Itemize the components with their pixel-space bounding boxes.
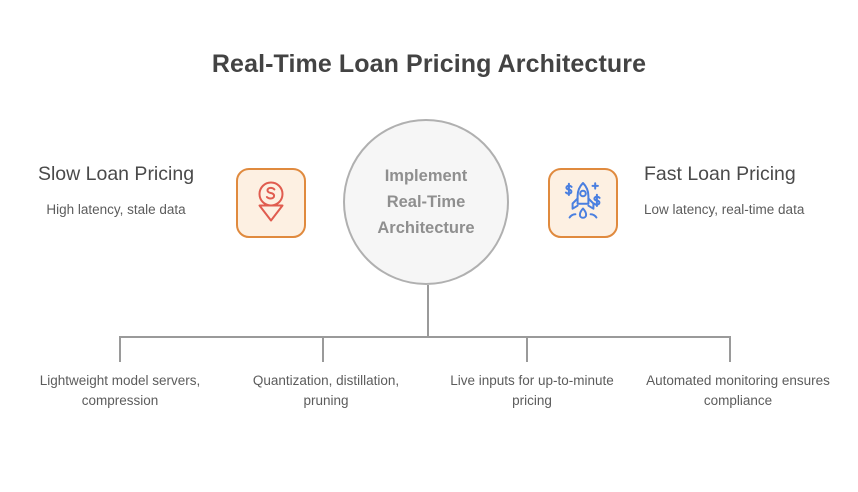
slow-pricing-pin-icon [251, 179, 291, 228]
center-node-label: Implement Real-Time Architecture [377, 167, 475, 237]
side-left-subtext: High latency, stale data [46, 202, 186, 217]
branch-label-2: Quantization, distillation, pruning [252, 373, 400, 408]
page-title: Real-Time Loan Pricing Architecture [211, 50, 647, 78]
center-node[interactable]: Implement Real-Time Architecture [343, 119, 509, 285]
branch-label-3: Live inputs for up-to-minute pricing [450, 373, 614, 408]
icon-box-fast-pricing[interactable] [548, 168, 618, 238]
side-right-subtext: Low latency, real-time data [644, 202, 805, 217]
side-block-right: Fast Loan Pricing Low latency, real-time… [644, 162, 844, 219]
branch-label-1: Lightweight model servers, compression [39, 373, 201, 408]
branch-label-4: Automated monitoring ensures compliance [646, 373, 830, 408]
fast-pricing-rocket-icon [559, 178, 607, 229]
icon-box-slow-pricing[interactable] [236, 168, 306, 238]
branch-label-row: Lightweight model servers, compression Q… [17, 371, 841, 411]
side-block-left: Slow Loan Pricing High latency, stale da… [12, 162, 220, 219]
side-left-heading: Slow Loan Pricing [37, 163, 195, 185]
side-right-heading: Fast Loan Pricing [644, 163, 796, 185]
